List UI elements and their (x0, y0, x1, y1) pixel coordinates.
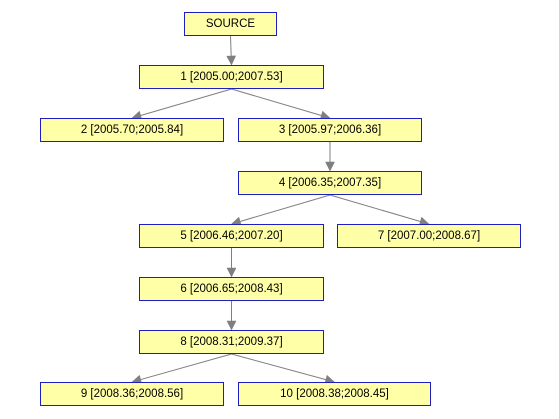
edge-line (230, 35, 232, 57)
node-1[interactable]: 1 [2005.00;2007.53] (139, 65, 324, 89)
node-6[interactable]: 6 [2006.65;2008.43] (139, 277, 324, 301)
edge-4-to-5 (230, 194, 331, 227)
arrowhead-icon (226, 320, 237, 331)
arrowhead-icon (325, 161, 335, 172)
arrowhead-icon (226, 267, 237, 278)
node-label: 4 [2006.35;2007.35] (278, 177, 382, 189)
node-label: 2 [2005.70;2005.84] (80, 124, 184, 136)
edge-line (329, 194, 421, 222)
node-label: SOURCE (205, 18, 256, 30)
node-3[interactable]: 3 [2005.97;2006.36] (238, 118, 422, 142)
node-label: 5 [2006.46;2007.20] (180, 230, 283, 242)
edge-1-to-3 (231, 88, 331, 121)
edge-8-to-10 (231, 353, 336, 385)
edge-1-to-2 (131, 88, 232, 121)
edge-line (140, 88, 232, 116)
node-label: 10 [2008.38;2008.45] (280, 388, 389, 400)
node-source[interactable]: SOURCE (184, 12, 277, 36)
edge-line (239, 194, 331, 222)
node-4[interactable]: 4 [2006.35;2007.35] (238, 171, 422, 195)
node-label: 6 [2006.65;2008.43] (180, 283, 283, 295)
node-10[interactable]: 10 [2008.38;2008.45] (238, 382, 431, 406)
node-label: 3 [2005.97;2006.36] (278, 124, 382, 136)
edge-6-to-8 (226, 301, 237, 331)
arrowhead-icon (226, 55, 237, 66)
edge-line (140, 353, 232, 381)
edge-8-to-9 (131, 353, 232, 385)
node-9[interactable]: 9 [2008.36;2008.56] (40, 382, 224, 406)
node-label: 8 [2008.31;2009.37] (180, 336, 283, 348)
node-5[interactable]: 5 [2006.46;2007.20] (139, 224, 324, 248)
edge-source-to-1 (226, 35, 237, 66)
node-label: 9 [2008.36;2008.56] (80, 388, 184, 400)
edge-line (231, 353, 326, 381)
node-label: 1 [2005.00;2007.53] (180, 71, 283, 83)
node-7[interactable]: 7 [2007.00;2008.67] (337, 224, 521, 248)
edge-5-to-6 (226, 248, 237, 278)
node-8[interactable]: 8 [2008.31;2009.37] (139, 330, 324, 354)
node-2[interactable]: 2 [2005.70;2005.84] (40, 118, 224, 142)
edge-3-to-4 (325, 142, 335, 172)
edge-4-to-7 (329, 194, 430, 227)
node-label: 7 [2007.00;2008.67] (377, 230, 481, 242)
edge-line (231, 88, 322, 116)
